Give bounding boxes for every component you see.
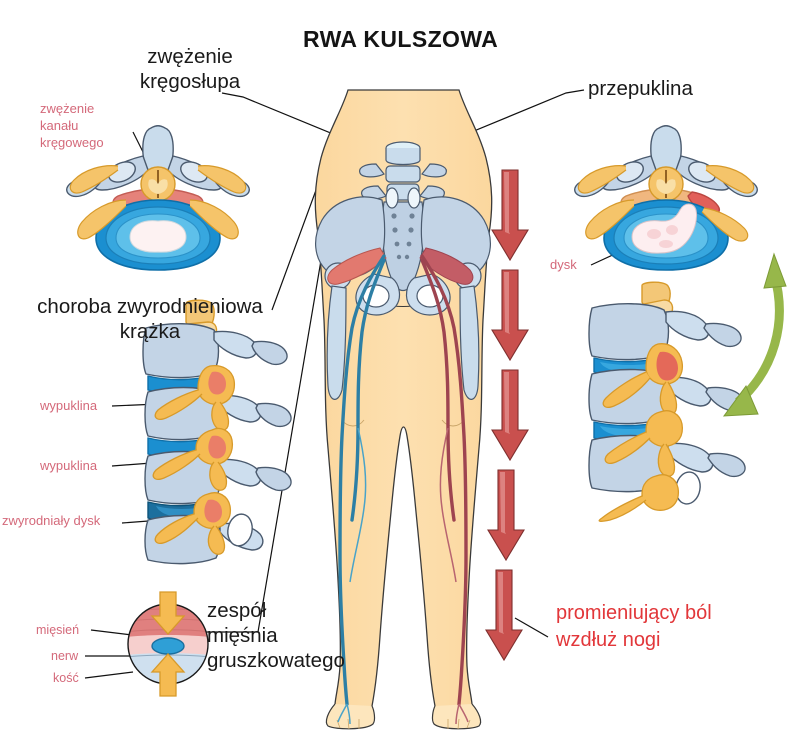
label-piriformis-line1: zespół [207, 599, 267, 622]
label-piriformis-line3: gruszkowatego [207, 649, 345, 672]
label-degenerated-disc: zwyrodniały dysk [2, 513, 101, 528]
label-bone: kość [53, 671, 79, 685]
label-nerve: nerw [51, 649, 79, 663]
red-arrow-2 [491, 269, 529, 362]
label-disc: dysk [550, 257, 577, 272]
label-spinal-stenosis: zwężenie kręgosłupa [105, 44, 275, 94]
label-bulge-upper: wypuklina [40, 398, 98, 413]
label-spinal-stenosis-line1: zwężenie [147, 45, 233, 68]
diagram-axial-herniation [574, 125, 758, 271]
label-canal-line1: zwężenie [40, 101, 95, 116]
label-piriformis-syndrome: zespół mięśnia gruszkowatego [207, 598, 357, 673]
label-ddd-line1: choroba zwyrodnieniowa [37, 295, 263, 318]
red-arrow-5 [485, 569, 523, 662]
arrow-down-compression [150, 591, 186, 635]
body-figure [314, 89, 493, 730]
label-bulge-lower: wypuklina [40, 458, 98, 473]
label-piriformis-line2: mięśnia [207, 624, 278, 647]
red-pain-arrows [485, 169, 529, 662]
diagram-lateral-herniation [588, 281, 746, 522]
label-canal-line2: kanału [40, 118, 79, 133]
green-link-arrow [722, 252, 787, 417]
leader-line-stenosis [221, 92, 373, 151]
diagram-lateral-degeneration [142, 299, 292, 565]
label-ddd-line2: krążka [119, 320, 181, 343]
label-muscle: mięsień [36, 623, 80, 637]
label-herniation: przepuklina [588, 77, 693, 100]
red-arrow-4 [487, 469, 525, 562]
diagram-piriformis [127, 591, 209, 697]
label-spinal-canal-narrowing: zwężenie kanału kręgowego [40, 100, 135, 151]
red-arrow-3 [491, 369, 529, 462]
label-radiating-pain-line1: promieniujący ból [556, 602, 712, 624]
leader-line-bone [84, 671, 134, 679]
leader-line-radiating-pain [514, 617, 549, 638]
diagram-axial-stenosis [66, 125, 250, 271]
page-title: RWA KULSZOWA [303, 26, 499, 52]
red-arrow-1 [491, 169, 529, 262]
arrow-up-compression [150, 653, 186, 697]
label-spinal-stenosis-line2: kręgosłupa [139, 70, 241, 93]
label-radiating-pain-line2: wzdłuż nogi [556, 629, 661, 651]
label-canal-line3: kręgowego [40, 135, 104, 150]
label-degenerative-disc-disease: choroba zwyrodnieniowa krążka [14, 294, 286, 344]
label-radiating-pain: promieniujący ból wzdłuż nogi [556, 600, 786, 654]
